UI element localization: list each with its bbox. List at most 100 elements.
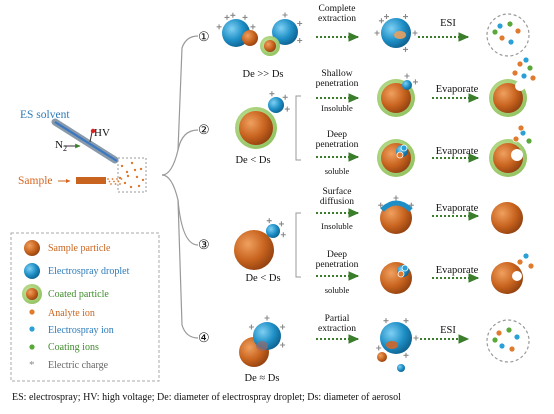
row-4-droplet-2 — [380, 322, 412, 354]
row-2a-ion-4 — [529, 74, 537, 82]
row-3b-end: Evaporate — [435, 265, 479, 276]
row-4-droplet-2-charge-1 — [403, 318, 409, 324]
row-1-coated — [264, 40, 276, 52]
row-3b-ion-1 — [522, 252, 530, 260]
row-3a-charge-2 — [408, 202, 414, 208]
row-2a-step: Shallow penetration — [315, 69, 359, 90]
spray-dot-9 — [126, 174, 130, 178]
spray-dot-10 — [133, 168, 137, 172]
row-4-ion-0 — [495, 329, 503, 337]
legend-coating-ions: Coating ions — [48, 342, 99, 353]
legend-electrospray-ion: Electrospray ion — [48, 325, 114, 336]
legend-analyte-ion: Analyte ion — [48, 308, 95, 319]
spray-dot-5 — [123, 181, 127, 185]
figure-caption: ES: electrospray; HV: high voltage; De: … — [12, 392, 401, 403]
row-2a-bite — [515, 81, 525, 91]
row-1-droplet-2-charge-0 — [282, 12, 288, 18]
row-4-droplet-2-charge-3 — [403, 352, 409, 358]
row-1-droplet-charge-1 — [242, 14, 248, 20]
row-2a-solubility: Insoluble — [321, 103, 353, 113]
spray-region — [117, 157, 147, 193]
spray-dot-11 — [118, 176, 122, 180]
row-4-droplet-charge-2 — [280, 324, 286, 330]
legend-electrospray-ion-icon — [28, 325, 36, 333]
row-4-ion-4 — [508, 345, 516, 353]
sample-stream-dot-6 — [116, 178, 118, 180]
row-4-ion-2 — [513, 333, 521, 341]
row-4-condition: De ≈ Ds — [244, 373, 280, 384]
n2-label: N2 — [55, 139, 67, 154]
row-2b-bite — [511, 149, 523, 161]
row-2b-ion-0 — [512, 135, 520, 143]
row-4-droplet-charge-0 — [248, 324, 254, 330]
row-2b-inner-ion-0 — [400, 144, 408, 152]
n2-subscript: 2 — [62, 144, 67, 154]
spray-dot-1 — [125, 170, 129, 174]
row-4-ion-3 — [498, 342, 506, 350]
solvent-capillary — [54, 121, 118, 162]
row-3a-result — [491, 202, 523, 234]
row-4-end: ESI — [440, 325, 456, 336]
row-1-ion-5 — [491, 28, 499, 36]
row-4-number: ④ — [198, 330, 210, 345]
sample-label: Sample — [18, 175, 53, 187]
branch-lower-2 — [177, 199, 199, 339]
row-4-step: Partial extraction — [318, 314, 356, 335]
sub-bracket-1 — [295, 212, 301, 278]
row-1-ion-2 — [514, 27, 522, 35]
row-1-droplet-2-charge-1 — [297, 21, 303, 26]
row-1-ion-3 — [498, 34, 506, 42]
row-1-sample — [242, 30, 258, 46]
row-1-step: Complete extraction — [318, 4, 356, 25]
row-1-ion-cloud — [486, 13, 530, 57]
row-4-droplet-charge-1 — [264, 315, 270, 321]
row-1-end: ESI — [440, 18, 456, 29]
row-2a-droplet — [402, 80, 412, 90]
row-2a-ion-0 — [511, 69, 519, 77]
row-3b-result — [491, 262, 523, 294]
row-3a-surface-film — [380, 200, 413, 212]
row-2a-ion-5 — [522, 56, 530, 64]
row-3b-solubility: soluble — [324, 285, 350, 295]
row-2-droplet-charge-1 — [282, 94, 288, 100]
row-2b-inner-ion-1 — [396, 151, 404, 159]
sample-stream-dot-0 — [107, 178, 109, 180]
row-4-droplet-2-charge-4 — [376, 345, 382, 351]
n2-text: N — [55, 139, 63, 151]
spray-dot-3 — [135, 175, 139, 179]
row-3-droplet-charge-2 — [280, 232, 286, 238]
row-2-condition: De < Ds — [235, 155, 271, 166]
sample-stream-dot-2 — [110, 183, 112, 185]
row-4-ion-5 — [491, 336, 499, 344]
row-1-ion-1 — [506, 20, 514, 28]
branch-upper-2 — [177, 129, 199, 151]
spray-dot-0 — [120, 164, 124, 168]
row-4-droplet-charge-3 — [280, 342, 286, 348]
row-4-residual-sample — [377, 352, 387, 362]
row-1-condition: De >> Ds — [242, 69, 284, 80]
branch-lower-1 — [161, 174, 199, 246]
row-2b-end: Evaporate — [435, 146, 479, 157]
spray-dot-8 — [141, 178, 145, 182]
row-2b-solubility: soluble — [324, 166, 350, 176]
row-2a-ion-3 — [516, 60, 524, 68]
row-2-droplet — [268, 97, 284, 113]
legend-analyte-ion-icon — [28, 308, 36, 316]
row-3-droplet-charge-1 — [278, 221, 284, 227]
row-3b-inner-ion-1 — [397, 270, 405, 278]
legend-coated-particle-icon — [26, 288, 38, 300]
branch-upper-1 — [161, 35, 199, 176]
row-1-merged-charge-2 — [412, 30, 418, 36]
es-solvent-label: ES solvent — [20, 109, 70, 121]
hv-wire — [89, 131, 93, 143]
row-3a-charge-0 — [378, 202, 384, 208]
legend-electric-charge: Electric charge — [48, 360, 109, 371]
legend-sample-particle: Sample particle — [48, 243, 111, 254]
row-1-ion-4 — [507, 38, 515, 46]
spray-dot-7 — [137, 184, 141, 188]
row-2a-coated — [381, 83, 411, 113]
legend-charge-icon: * — [29, 359, 35, 371]
legend-electrospray-droplet: Electrospray droplet — [48, 266, 130, 277]
sub-bracket-0 — [295, 95, 301, 161]
